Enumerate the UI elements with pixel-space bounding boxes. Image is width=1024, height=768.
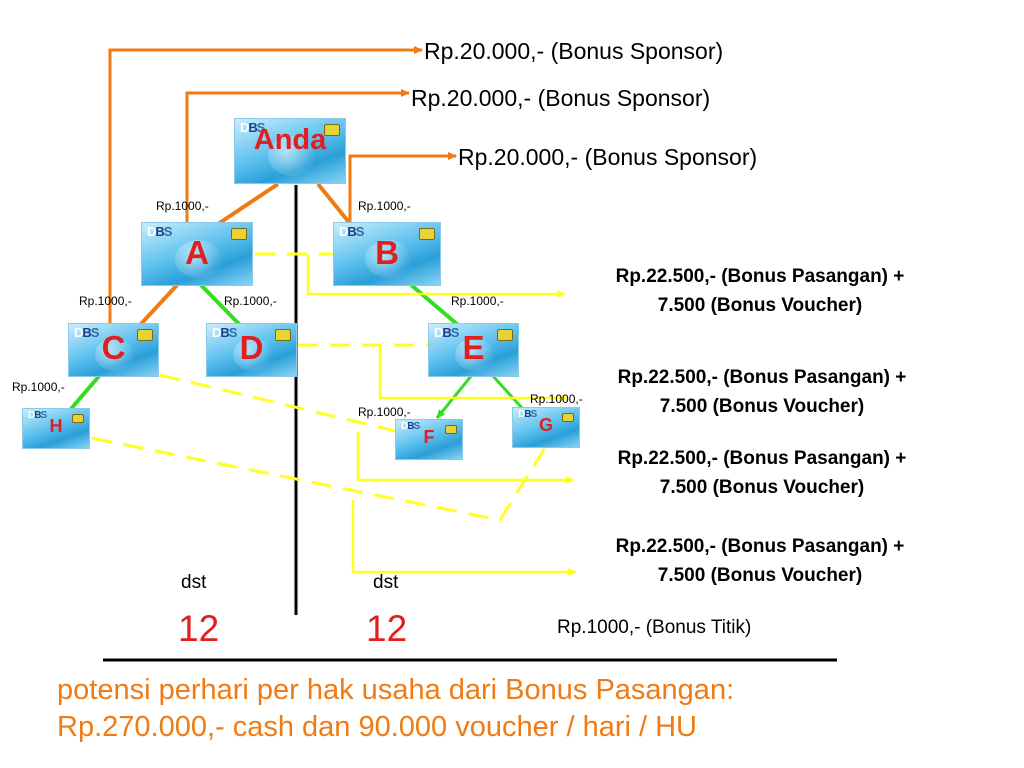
pair-bonus-line1: Rp.22.500,- (Bonus Pasangan) + bbox=[572, 363, 952, 392]
point-label-d: Rp.1000,- bbox=[224, 294, 277, 308]
right-dst-label: dst bbox=[373, 572, 398, 594]
member-name: F bbox=[395, 427, 463, 448]
pair-bonus-label: Rp.22.500,- (Bonus Pasangan) + 7.500 (Bo… bbox=[572, 363, 952, 421]
member-name: H bbox=[22, 416, 90, 437]
pair-arrow-4 bbox=[353, 500, 576, 572]
connector-e-f bbox=[437, 375, 472, 418]
point-bonus-label: Rp.1000,- (Bonus Titik) bbox=[557, 617, 751, 639]
sponsor-bonus-label: Rp.20.000,- (Bonus Sponsor) bbox=[458, 144, 757, 171]
member-card-a: DBS A bbox=[141, 222, 253, 286]
member-card-e: DBS E bbox=[428, 323, 519, 377]
pair-bonus-line2: 7.500 (Bonus Voucher) bbox=[572, 473, 952, 502]
connector-c-h bbox=[70, 375, 100, 410]
connector-a-c bbox=[140, 284, 178, 325]
member-name: A bbox=[141, 234, 253, 272]
point-label-f: Rp.1000,- bbox=[358, 405, 411, 419]
daily-potential-summary: potensi perhari per hak usaha dari Bonus… bbox=[57, 672, 734, 746]
pair-bonus-label: Rp.22.500,- (Bonus Pasangan) + 7.500 (Bo… bbox=[570, 532, 950, 590]
member-name: D bbox=[206, 329, 297, 367]
member-card-c: DBS C bbox=[68, 323, 159, 377]
pair-bonus-line2: 7.500 (Bonus Voucher) bbox=[570, 291, 950, 320]
summary-line1: potensi perhari per hak usaha dari Bonus… bbox=[57, 672, 734, 709]
sponsor-bonus-label: Rp.20.000,- (Bonus Sponsor) bbox=[411, 85, 710, 112]
sponsor-bonus-label: Rp.20.000,- (Bonus Sponsor) bbox=[424, 38, 723, 65]
member-name: B bbox=[333, 234, 441, 272]
pair-bonus-line2: 7.500 (Bonus Voucher) bbox=[572, 392, 952, 421]
point-label-e: Rp.1000,- bbox=[451, 294, 504, 308]
member-card-f: DBS F bbox=[395, 419, 463, 460]
pair-bonus-line1: Rp.22.500,- (Bonus Pasangan) + bbox=[570, 262, 950, 291]
member-card-anda: DBS Anda bbox=[234, 118, 346, 184]
member-card-g: DBS G bbox=[512, 407, 580, 448]
member-card-b: DBS B bbox=[333, 222, 441, 286]
member-name: G bbox=[512, 415, 580, 436]
pair-bonus-line2: 7.500 (Bonus Voucher) bbox=[570, 561, 950, 590]
member-card-d: DBS D bbox=[206, 323, 297, 377]
pair-bonus-line1: Rp.22.500,- (Bonus Pasangan) + bbox=[572, 444, 952, 473]
pair-bonus-label: Rp.22.500,- (Bonus Pasangan) + 7.500 (Bo… bbox=[570, 262, 950, 320]
member-card-h: DBS H bbox=[22, 408, 90, 449]
left-dst-label: dst bbox=[181, 572, 206, 594]
point-label-a: Rp.1000,- bbox=[156, 199, 209, 213]
connector-anda-a bbox=[215, 184, 278, 226]
connector-anda-b bbox=[318, 184, 352, 226]
pair-bonus-line1: Rp.22.500,- (Bonus Pasangan) + bbox=[570, 532, 950, 561]
pair-bonus-label: Rp.22.500,- (Bonus Pasangan) + 7.500 (Bo… bbox=[572, 444, 952, 502]
point-label-h: Rp.1000,- bbox=[12, 380, 65, 394]
right-count: 12 bbox=[366, 608, 407, 650]
point-label-c: Rp.1000,- bbox=[79, 294, 132, 308]
pair-dash-c-f bbox=[160, 375, 400, 432]
point-label-b: Rp.1000,- bbox=[358, 199, 411, 213]
member-name: E bbox=[428, 329, 519, 367]
sponsor-arrow-lower bbox=[350, 156, 456, 225]
summary-line2: Rp.270.000,- cash dan 90.000 voucher / h… bbox=[57, 709, 734, 746]
member-name: Anda bbox=[234, 124, 346, 157]
left-count: 12 bbox=[178, 608, 219, 650]
connector-e-g bbox=[492, 375, 522, 408]
member-name: C bbox=[68, 329, 159, 367]
